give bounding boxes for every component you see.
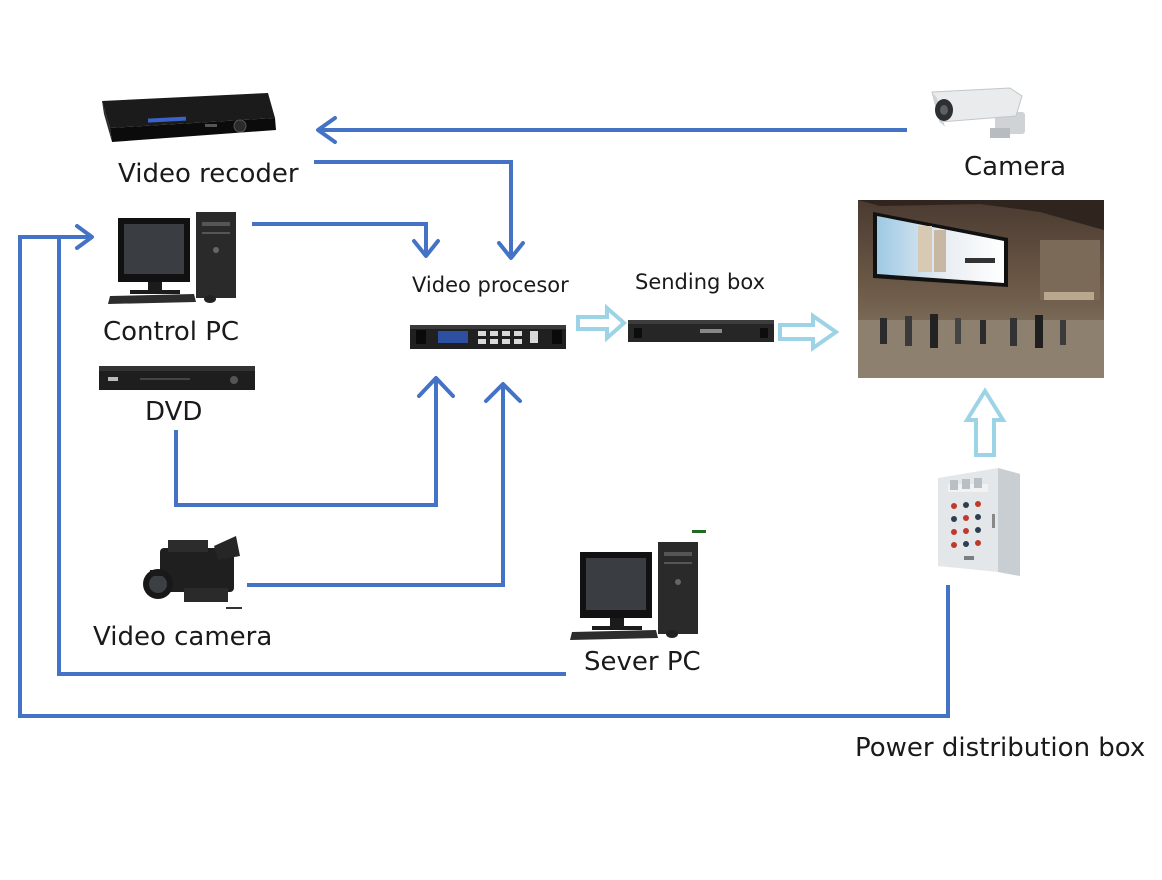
label-server-pc: Sever PC bbox=[584, 647, 701, 677]
led-billboard-photo bbox=[858, 200, 1104, 378]
label-control-pc: Control PC bbox=[103, 317, 239, 347]
rack-video-processor-icon bbox=[410, 325, 566, 349]
connector-controlpc-to-processor bbox=[252, 222, 428, 256]
electrical-cabinet-icon bbox=[938, 468, 1020, 576]
connector-dvd-to-processor bbox=[174, 380, 438, 507]
dvr-icon bbox=[102, 93, 276, 142]
arrowhead-controlpc-in bbox=[75, 224, 94, 250]
connector-recorder-to-processor bbox=[314, 160, 513, 258]
label-dvd: DVD bbox=[145, 397, 202, 427]
label-video-camera: Video camera bbox=[93, 622, 272, 652]
connector-power-to-controlpc bbox=[18, 235, 950, 718]
label-video-recorder: Video recoder bbox=[118, 159, 299, 189]
label-camera: Camera bbox=[964, 152, 1066, 182]
connector-videocamera-to-processor bbox=[247, 384, 505, 587]
arrowhead-recorder-in bbox=[316, 116, 337, 144]
label-video-processor: Video procesor bbox=[412, 273, 569, 297]
dvd-player-icon bbox=[99, 366, 255, 390]
hollow-arrow-power-to-screen bbox=[963, 387, 1007, 457]
arrowhead-processor-in-bottom-left bbox=[417, 376, 455, 398]
desktop-computer-icon bbox=[108, 212, 236, 304]
arrowhead-processor-in-top-right bbox=[497, 241, 525, 260]
camcorder-icon bbox=[143, 536, 242, 609]
rack-sending-box-icon bbox=[628, 320, 774, 342]
hollow-arrow-sending-to-screen bbox=[778, 312, 840, 352]
connector-serverpc-to-controlpc bbox=[57, 237, 566, 676]
hollow-arrow-processor-to-sending bbox=[576, 303, 628, 343]
cctv-camera-icon bbox=[931, 87, 1025, 138]
label-sending-box: Sending box bbox=[635, 270, 765, 294]
arrowhead-processor-in-top-left bbox=[412, 239, 440, 258]
label-power-distribution-box: Power distribution box bbox=[855, 733, 1145, 763]
arrowhead-processor-in-bottom-right bbox=[484, 382, 522, 403]
desktop-computer-icon bbox=[570, 530, 706, 640]
connector-lines bbox=[18, 116, 950, 718]
signal-arrows bbox=[576, 303, 1007, 457]
